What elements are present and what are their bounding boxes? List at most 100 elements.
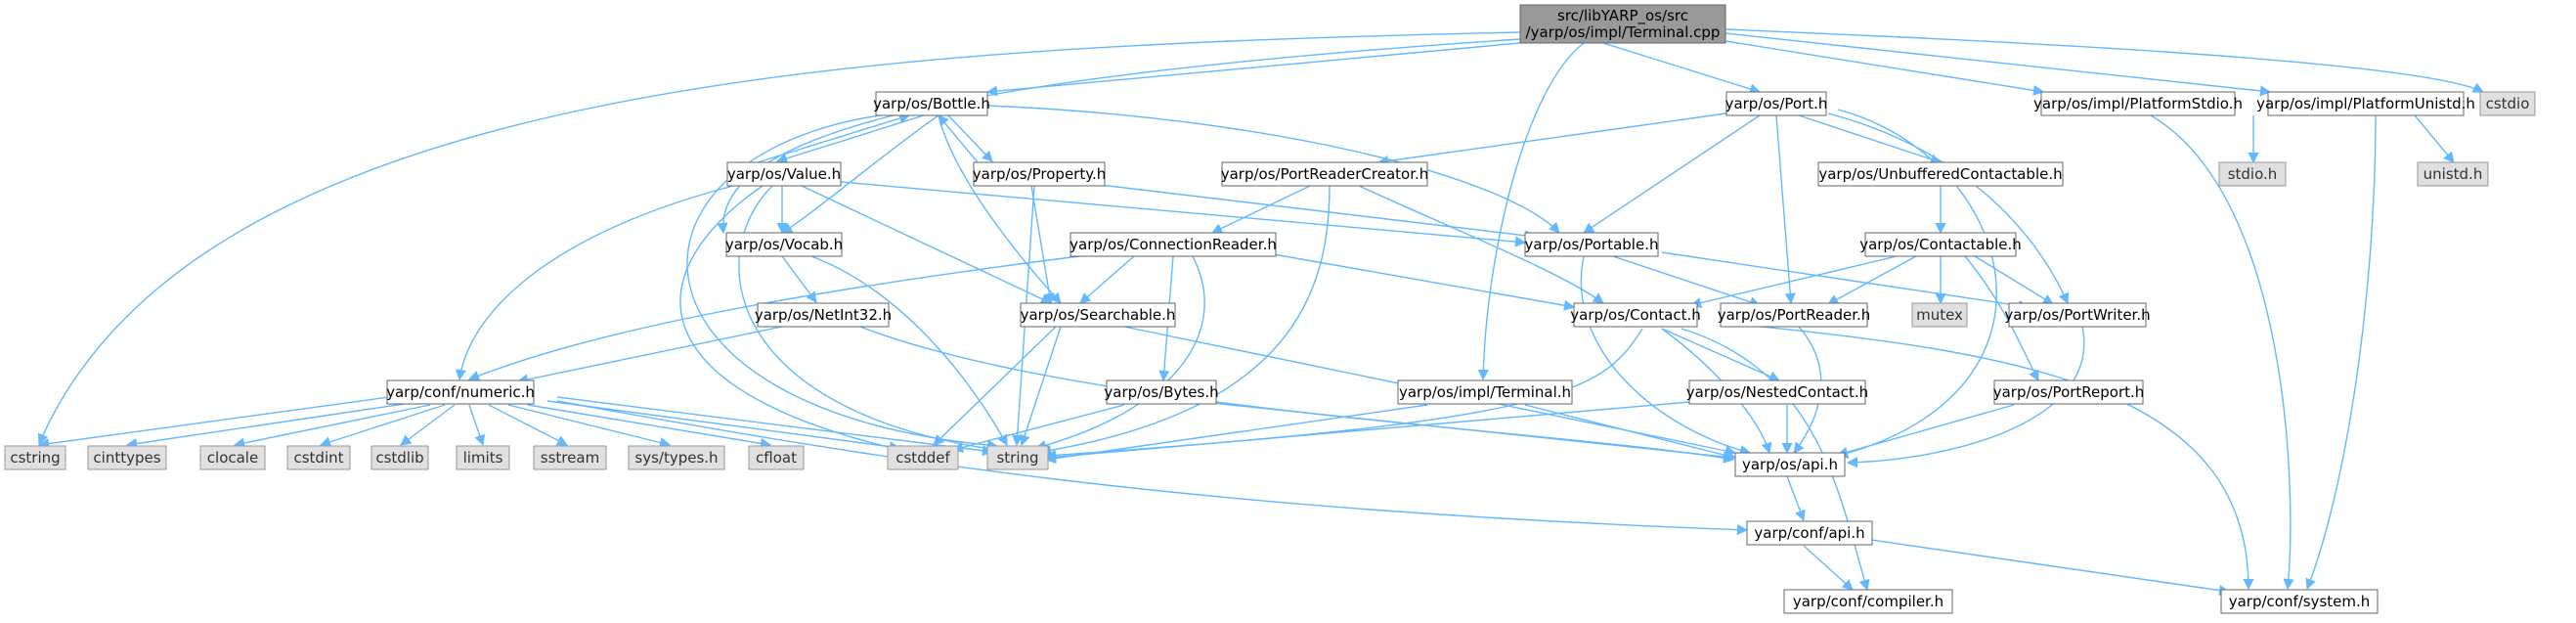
edge-bytes-h-to-cstddef (951, 404, 1125, 453)
node-searchable-h-label: yarp/os/Searchable.h (1021, 306, 1176, 324)
node-bytes-h[interactable]: yarp/os/Bytes.h (1104, 379, 1219, 405)
edge-portreadercreator-h-to-portreader-h (1358, 185, 1604, 304)
dependency-edges (37, 28, 2485, 597)
node-cstddef[interactable]: cstddef (887, 445, 959, 470)
edge-value-h-to-cstddef (679, 185, 911, 456)
edge-port-h-to-portreader-h (1775, 114, 1796, 305)
node-unbufferedcontactable-h-label: yarp/os/UnbufferedContactable.h (1818, 165, 2062, 183)
node-numeric-h-label: yarp/conf/numeric.h (386, 383, 535, 401)
node-string-label: string (996, 449, 1038, 467)
edge-contactable-h-to-portreader-h (1827, 255, 1917, 305)
node-port-h[interactable]: yarp/os/Port.h (1725, 91, 1828, 116)
node-vocab-h-label: yarp/os/Vocab.h (725, 236, 843, 253)
edge-value-h-to-string (738, 185, 999, 455)
node-cstdio[interactable]: cstdio (2479, 91, 2536, 116)
node-portable-h-label: yarp/os/Portable.h (1525, 236, 1659, 253)
node-cinttypes-label: cinttypes (93, 449, 160, 467)
node-string[interactable]: string (986, 445, 1049, 470)
edge-terminal-cpp-to-port-h (1602, 42, 1762, 95)
node-mutex[interactable]: mutex (1911, 302, 1968, 328)
node-portreader-h[interactable]: yarp/os/PortReader.h (1718, 302, 1871, 328)
node-cstring[interactable]: cstring (4, 445, 66, 470)
node-portwriter-h[interactable]: yarp/os/PortWriter.h (2004, 302, 2151, 328)
node-contactable-h[interactable]: yarp/os/Contactable.h (1859, 232, 2022, 257)
node-terminal-cpp[interactable]: src/libYARP_os/src /yarp/os/impl/Termina… (1519, 4, 1726, 44)
node-sstream-label: sstream (541, 449, 599, 467)
node-bytes-h-label: yarp/os/Bytes.h (1104, 383, 1218, 401)
edge-value-h-to-portable-h (840, 181, 1527, 247)
node-mutex-label: mutex (1916, 306, 1963, 324)
node-sys-types-h[interactable]: sys/types.h (628, 445, 725, 470)
node-contact-h[interactable]: yarp/os/Contact.h (1570, 302, 1701, 328)
edge-numeric-h-to-sys-types-h (507, 404, 672, 449)
node-port-h-label: yarp/os/Port.h (1725, 95, 1828, 112)
edge-platformunistd-h-to-unistd-h (2414, 114, 2455, 163)
node-conf-api-h-label: yarp/conf/api.h (1754, 524, 1864, 542)
edge-terminal-cpp-to-cstdio (1725, 28, 2485, 93)
edge-value-h-to-searchable-h (801, 185, 1053, 304)
node-cfloat[interactable]: cfloat (748, 445, 805, 470)
node-nestedcontact-h[interactable]: yarp/os/NestedContact.h (1686, 379, 1868, 405)
node-connectionreader-h[interactable]: yarp/os/ConnectionReader.h (1070, 232, 1277, 257)
edge-numeric-h-to-sstream (488, 404, 568, 446)
node-portable-h[interactable]: yarp/os/Portable.h (1524, 232, 1659, 257)
edge-numeric-h-to-cfloat (527, 404, 772, 449)
node-limits-label: limits (463, 449, 503, 467)
node-os-api-h[interactable]: yarp/os/api.h (1734, 452, 1846, 477)
node-property-h[interactable]: yarp/os/Property.h (973, 161, 1106, 187)
node-vocab-h[interactable]: yarp/os/Vocab.h (725, 232, 843, 257)
edge-port-h-to-unbufferedcontactable-h (1798, 114, 1943, 165)
node-value-h[interactable]: yarp/os/Value.h (726, 161, 842, 187)
node-cstdint[interactable]: cstdint (286, 445, 351, 470)
edge-connectionreader-h-to-numeric-h (467, 253, 1096, 381)
node-cinttypes[interactable]: cinttypes (87, 445, 167, 470)
node-cstdint-label: cstdint (293, 449, 343, 467)
node-portreadercreator-h[interactable]: yarp/os/PortReaderCreator.h (1221, 161, 1429, 187)
edge-vocab-h-to-netint32-h (781, 255, 817, 303)
node-stdio-h-label: stdio.h (2228, 165, 2278, 183)
node-unistd-h[interactable]: unistd.h (2417, 161, 2489, 187)
edge-impl-terminal-h-to-string (1044, 404, 1428, 465)
node-searchable-h[interactable]: yarp/os/Searchable.h (1020, 302, 1176, 328)
edge-terminal-cpp-to-platformstdio-h (1700, 36, 2045, 96)
node-system-h[interactable]: yarp/conf/system.h (2220, 589, 2379, 614)
edge-nestedcontact-h-to-string (1044, 400, 1702, 463)
edge-portable-h-to-portreader-h (1612, 255, 1762, 308)
node-portreport-h[interactable]: yarp/os/PortReport.h (1993, 379, 2145, 405)
node-system-h-label: yarp/conf/system.h (2229, 593, 2371, 610)
edge-port-h-to-portwriter-h (1827, 112, 2070, 305)
edge-connectionreader-h-to-contact-h (1250, 249, 1576, 311)
node-numeric-h[interactable]: yarp/conf/numeric.h (386, 379, 535, 405)
node-clocale[interactable]: clocale (199, 445, 266, 470)
edge-bottle-h-to-property-h (947, 114, 993, 162)
edge-vocab-h-to-string (810, 255, 1008, 446)
node-platformunistd-h[interactable]: yarp/os/impl/PlatformUnistd.h (2256, 91, 2475, 116)
node-unbufferedcontactable-h[interactable]: yarp/os/UnbufferedContactable.h (1817, 161, 2064, 187)
node-conf-api-h[interactable]: yarp/conf/api.h (1746, 520, 1873, 546)
node-compiler-h[interactable]: yarp/conf/compiler.h (1783, 589, 1953, 614)
node-cstdlib[interactable]: cstdlib (371, 445, 429, 470)
edge-numeric-h-to-string (556, 396, 994, 457)
edge-value-h-to-numeric-h (455, 185, 734, 381)
edge-numeric-h-to-limits (468, 404, 486, 447)
node-limits[interactable]: limits (456, 445, 510, 470)
edge-portreadercreator-h-to-string (1039, 185, 1331, 456)
node-stdio-h[interactable]: stdio.h (2218, 161, 2287, 187)
node-platformstdio-h[interactable]: yarp/os/impl/PlatformStdio.h (2033, 91, 2243, 116)
edge-portable-h-to-portwriter-h (1661, 251, 2030, 312)
edge-portwriter-h-to-os-api-h (1846, 326, 2085, 468)
node-connectionreader-h-label: yarp/os/ConnectionReader.h (1070, 236, 1277, 253)
edge-portable-h-to-os-api-h (1580, 255, 1752, 456)
node-sstream[interactable]: sstream (533, 445, 607, 470)
edge-os-api-h-to-conf-api-h (1786, 475, 1806, 522)
node-cstring-label: cstring (10, 449, 60, 467)
node-portreadercreator-h-label: yarp/os/PortReaderCreator.h (1221, 165, 1429, 183)
node-netint32-h[interactable]: yarp/os/NetInt32.h (755, 302, 892, 328)
node-bottle-h[interactable]: yarp/os/Bottle.h (873, 91, 990, 116)
edge-conf-api-h-to-compiler-h (1803, 545, 1854, 591)
node-compiler-h-label: yarp/conf/compiler.h (1793, 593, 1943, 610)
edge-connectionreader-h-to-searchable-h (1079, 255, 1135, 304)
node-impl-terminal-h[interactable]: yarp/os/impl/Terminal.h (1397, 379, 1573, 405)
node-nestedcontact-h-label: yarp/os/NestedContact.h (1686, 383, 1868, 401)
node-sys-types-h-label: sys/types.h (634, 449, 718, 467)
